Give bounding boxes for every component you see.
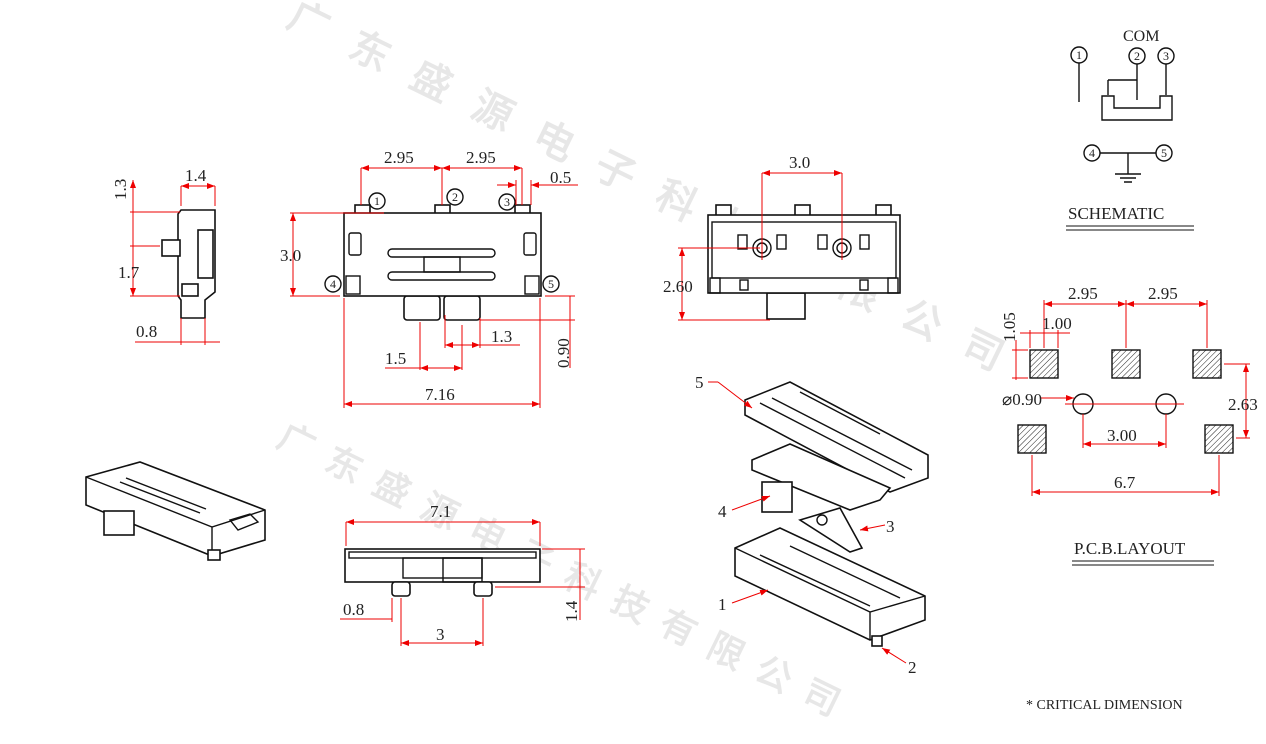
- dim-label: 0.8: [343, 600, 364, 619]
- isometric-view: [85, 461, 266, 561]
- dim-label: 6.7: [1114, 473, 1136, 492]
- dim-label: 2.60: [663, 277, 693, 296]
- critical-dimension-note: * CRITICAL DIMENSION: [1026, 698, 1183, 713]
- right-view: 3.0 2.60: [663, 153, 901, 321]
- part-label: 5: [695, 373, 704, 392]
- dim-label: 1.3: [111, 179, 130, 200]
- pin-number: 5: [548, 277, 554, 291]
- pin-number: 1: [1076, 48, 1082, 62]
- dim-label: 1.5: [385, 349, 406, 368]
- dim-label: 3.0: [789, 153, 810, 172]
- pin-number: 2: [1134, 49, 1140, 63]
- pin-number: 4: [1089, 146, 1095, 160]
- part-label: 1: [718, 595, 727, 614]
- dim-label: 1.3: [491, 327, 512, 346]
- dim-label: ⌀0.90: [1002, 390, 1042, 409]
- dim-label: 3.00: [1107, 426, 1137, 445]
- pin-number: 2: [452, 190, 458, 204]
- dim-label: 3: [436, 625, 445, 644]
- pin-number: 3: [504, 195, 510, 209]
- part-callouts: 5 4 3 1 2: [695, 373, 917, 677]
- top-view: 1 2 3 4 5 2.95 2.95 0.5 3.0 1.5 1.3 0.90…: [280, 148, 578, 408]
- dim-label: 3.0: [280, 246, 301, 265]
- dim-label: 2.63: [1228, 395, 1258, 414]
- bottom-view: 7.1 0.8 3 1.4: [340, 502, 585, 646]
- pin-number: 5: [1161, 146, 1167, 160]
- ground-symbol: [1100, 152, 1156, 183]
- watermark-row-1: 广东盛源电子科技有限公司: [281, 0, 1011, 380]
- dim-label: 1.4: [562, 600, 581, 622]
- com-label: COM: [1123, 28, 1159, 45]
- dim-label: 1.7: [118, 263, 140, 282]
- exploded-view: 5 4 3 1 2: [695, 373, 929, 677]
- dim-label: 7.1: [430, 502, 451, 521]
- pin-number: 4: [330, 277, 336, 291]
- dim-label: 1.00: [1042, 314, 1072, 333]
- pin-callouts: 1 2 3 4 5: [324, 188, 560, 293]
- pcb-layout: 2.95 2.95 1.05 1.00 ⌀0.90 2.63 3.00 6.7 …: [1000, 284, 1258, 566]
- pin-number: 1: [374, 194, 380, 208]
- dim-label: 0.5: [550, 168, 571, 187]
- side-view: 1.3 1.4 1.7 0.8: [111, 166, 220, 345]
- dim-label: 1.05: [1000, 312, 1019, 342]
- schematic-title: SCHEMATIC: [1068, 204, 1164, 223]
- dim-label: 7.16: [425, 385, 455, 404]
- dim-label: 2.95: [1068, 284, 1098, 303]
- dim-label: 0.90: [554, 338, 573, 368]
- dim-label: 0.8: [136, 322, 157, 341]
- dim-label: 1.4: [185, 166, 207, 185]
- dim-label: 2.95: [1148, 284, 1178, 303]
- pin-number: 3: [1163, 49, 1169, 63]
- part-label: 2: [908, 658, 917, 677]
- schematic: COM 1 2 3 4 5 SCHEMATIC: [1066, 28, 1194, 231]
- dim-label: 2.95: [384, 148, 414, 167]
- pcb-layout-title: P.C.B.LAYOUT: [1074, 539, 1186, 558]
- part-label: 3: [886, 517, 895, 536]
- dim-label: 2.95: [466, 148, 496, 167]
- part-label: 4: [718, 502, 727, 521]
